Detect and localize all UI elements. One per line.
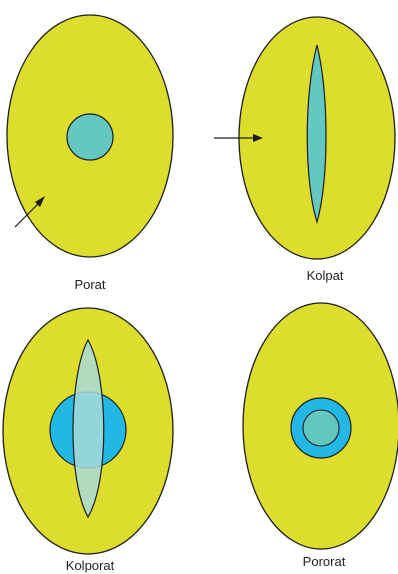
label-kolporat: Kolporat: [66, 558, 115, 573]
kolpat-panel: Kolpat: [214, 17, 395, 283]
label-kolpat: Kolpat: [307, 268, 344, 283]
label-porat: Porat: [74, 277, 105, 292]
pororat-panel: Pororat: [243, 303, 398, 569]
pore-inner-pororat: [303, 410, 339, 446]
kolporat-panel: Kolporat: [3, 308, 173, 573]
porat-panel: Porat: [7, 15, 173, 292]
pore-porat: [67, 114, 113, 160]
label-pororat: Pororat: [303, 554, 346, 569]
